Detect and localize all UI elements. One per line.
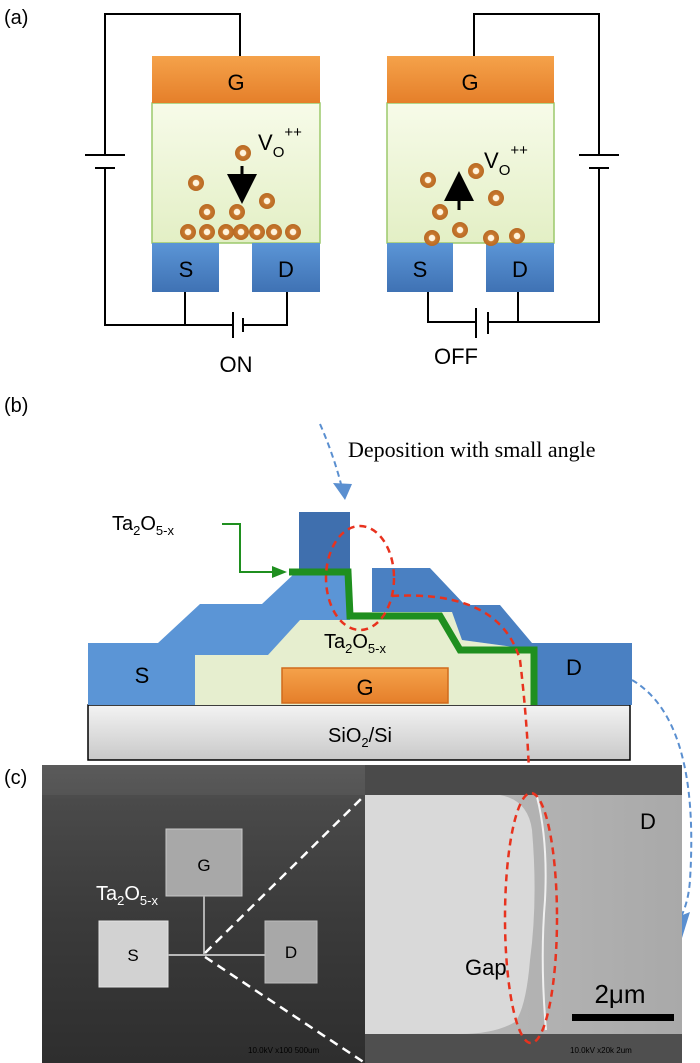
- sem-overview-top-band: [42, 765, 365, 795]
- deposition-direction-arrow: [319, 423, 343, 489]
- gate-electrode: [281, 667, 449, 704]
- sem-source-electrode-zoom: [365, 795, 535, 1034]
- on-drain-electrode: [252, 243, 320, 292]
- gate-label: G: [356, 675, 373, 700]
- off-vacancy: [468, 163, 484, 179]
- sem-gate-label: G: [197, 856, 210, 875]
- gap-label: Gap: [465, 955, 507, 980]
- on-vacancy: [259, 193, 275, 209]
- off-vacancy: [452, 222, 468, 238]
- deposition-note: Deposition with small angle: [348, 437, 595, 462]
- zoom-guide-lower: [204, 955, 366, 1063]
- sem-overview-info: 10.0kV x100 500um: [248, 1046, 319, 1055]
- off-drain-label: D: [512, 257, 528, 282]
- sem-drain-pad: [264, 920, 318, 984]
- off-gate-electrode: [387, 56, 554, 103]
- on-source-wire: [104, 168, 233, 326]
- tantalum-oxide-film-line: [289, 568, 538, 705]
- panel-a-label: (a): [4, 7, 28, 29]
- on-source-electrode: [152, 243, 219, 292]
- off-oxygen-vacancies: [420, 163, 525, 246]
- drain-electrode-profile: [372, 568, 632, 705]
- on-gate-wire: [104, 13, 241, 155]
- off-state-label: OFF: [434, 344, 478, 369]
- on-vacancy: [218, 224, 234, 240]
- off-source-electrode: [387, 243, 453, 292]
- substrate: [87, 704, 631, 761]
- on-vacancy: [285, 224, 301, 240]
- on-oxygen-vacancies: [180, 145, 301, 240]
- sem-zoom-bottom-edge: [365, 1034, 682, 1063]
- drain-pointer-line: [631, 679, 693, 929]
- source-electrode-profile: [88, 512, 350, 705]
- off-source-label: S: [413, 257, 428, 282]
- off-vacancy: [432, 204, 448, 220]
- on-vacancy: [229, 204, 245, 220]
- off-device: G S D VO++ OFF: [386, 13, 619, 369]
- film-callout-arrowhead: [272, 566, 287, 578]
- on-vacancy: [199, 224, 215, 240]
- off-vacancy: [424, 230, 440, 246]
- panel-c-label: (c): [4, 767, 27, 789]
- substrate-label: SiO2/Si: [328, 725, 392, 750]
- scale-bar: [572, 1014, 674, 1021]
- off-gate-wire: [473, 13, 600, 155]
- panel-b-label: (b): [4, 395, 28, 417]
- on-drain-label: D: [278, 257, 294, 282]
- on-gate-electrode: [152, 56, 320, 103]
- off-vacancy: [509, 228, 525, 244]
- scale-bar-label: 2μm: [594, 979, 645, 1009]
- on-vacancy: [188, 175, 204, 191]
- sem-gap-edge: [536, 796, 547, 1031]
- sem-zoom-top-edge: [365, 765, 682, 795]
- sem-gate-pad: [165, 828, 243, 897]
- off-vacancy-symbol: VO++: [484, 142, 528, 179]
- sem-zoom-info: 10.0kV x20k 2um: [570, 1046, 632, 1055]
- off-drain-electrode: [486, 243, 554, 292]
- off-gate-label: G: [461, 70, 478, 95]
- off-drain-return-wire: [488, 168, 600, 323]
- on-device: G S D VO++ ON: [85, 13, 321, 377]
- source-top-pad: [299, 512, 350, 573]
- off-vacancy: [420, 172, 436, 188]
- on-vacancy: [233, 224, 249, 240]
- sem-source-pad: [98, 920, 169, 988]
- on-drain-wire: [243, 292, 288, 326]
- on-vacancy: [199, 204, 215, 220]
- on-vacancy: [249, 224, 265, 240]
- off-vacancy: [483, 230, 499, 246]
- gap-highlight-ellipse: [324, 524, 396, 632]
- sem-source-label: S: [127, 946, 138, 965]
- gap-pointer-line: [391, 594, 532, 861]
- sem-zoom-image: D Gap 2μm 10.0kV x20k 2um: [365, 765, 682, 1063]
- oxide-center-label: Ta2O5-x: [324, 631, 386, 656]
- on-vacancy: [180, 224, 196, 240]
- sem-drain-label: D: [285, 943, 297, 962]
- film-callout-leader: [222, 523, 272, 573]
- sem-gap-ellipse: [503, 791, 559, 1045]
- film-callout-label: Ta2O5-x: [112, 513, 174, 538]
- zoom-guide-upper: [204, 794, 366, 954]
- on-vacancy-symbol: VO++: [258, 124, 302, 161]
- source-label: S: [135, 663, 150, 688]
- sem-film-label: Ta2O5-x: [96, 883, 158, 908]
- on-source-label: S: [179, 257, 194, 282]
- deposition-arrow-head: [333, 483, 352, 500]
- drain-label: D: [566, 655, 582, 680]
- sem-overview-image: G S D Ta2O5-x 10.0kV x100 500um: [42, 765, 365, 1063]
- on-vacancy: [235, 145, 251, 161]
- on-vacancy: [266, 224, 282, 240]
- off-source-wire: [427, 292, 476, 323]
- off-vacancy: [488, 190, 504, 206]
- on-state-label: ON: [220, 352, 253, 377]
- sem-drain-zoom-label: D: [640, 809, 656, 834]
- on-gate-label: G: [227, 70, 244, 95]
